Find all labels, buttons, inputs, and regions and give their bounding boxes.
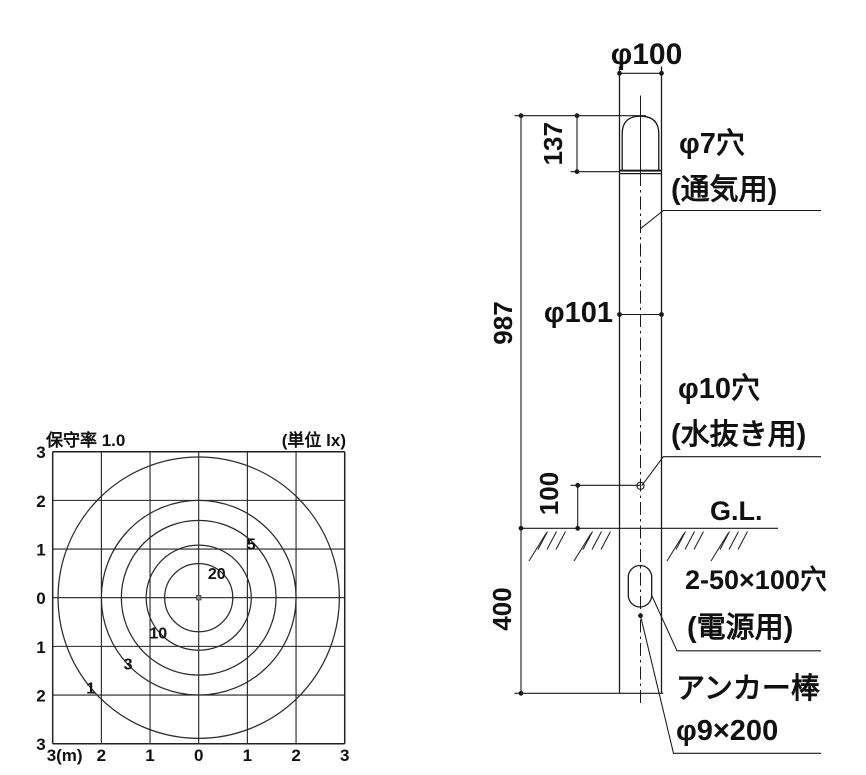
hatch-base-stroke [710,533,729,562]
pole-dimension-drawing: φ100 137 987 φ101 100 400 G.L. φ7穴 (通気用)… [487,38,827,754]
x-tick-label: 2 [97,746,106,765]
contour-label: 20 [208,566,226,583]
hatch-stroke [600,531,611,550]
hatch-stroke [737,531,748,550]
anchor-point-marker [638,613,643,619]
ground-level-label: G.L. [710,496,763,526]
contour-circle [164,563,234,633]
anchor-rod-sublabel: φ9×200 [676,715,778,747]
leader-lines [639,209,821,754]
anchor-rod-label: アンカー棒 [676,672,821,705]
leader-power-slot [651,595,821,652]
pole-center-marker [196,595,202,601]
hatch-stroke [684,531,695,550]
dimension-dots [518,70,664,696]
hatch-base-stroke [666,533,685,562]
contour-circle [145,544,252,651]
x-tick-label: 2 [291,746,300,765]
y-tick-label: 1 [36,541,45,560]
x-tick-label: 3 [340,746,349,765]
leader-vent-hole [640,209,821,230]
contour-label: 3 [124,656,133,673]
x-tick-label: 0 [194,746,203,765]
vent-hole-sublabel: (通気用) [671,173,777,206]
hatch-stroke [728,531,739,550]
contour-label: 5 [247,537,256,554]
hatch-stroke [555,531,566,550]
x-tick-label: 1 [243,746,252,765]
dimension-lines [514,72,778,694]
contour-label: 10 [149,626,167,643]
drain-hole-sublabel: (水抜き用) [671,418,806,451]
drain-hole-marker [636,481,645,490]
y-tick-label: 3 [36,443,45,462]
drain-hole-label: φ10穴 [678,372,760,405]
y-tick-label: 2 [36,492,45,511]
x-tick-label: 3(m) [47,746,83,765]
dim-400-label: 400 [487,587,517,630]
dim-987-label: 987 [488,301,518,344]
x-tick-label: 1 [145,746,154,765]
dim-100-label: 100 [534,472,564,515]
y-tick-label: 2 [36,687,45,706]
power-slot-label: 2-50×100穴 [685,565,827,595]
hatch-base-stroke [573,533,592,562]
contour-label: 1 [86,681,95,698]
ground-hatch [528,531,748,562]
leader-anchor [639,615,821,754]
contour-circle [100,499,297,696]
dim-phi100-label: φ100 [611,38,683,71]
y-tick-label: 1 [36,638,45,657]
hatch-stroke [591,531,602,550]
hatch-stroke [546,531,557,550]
leader-drain-hole [641,456,821,487]
hatch-stroke [693,531,704,550]
dim-phi101-label: φ101 [544,297,613,329]
power-cable-slot [627,564,653,608]
dim-137-label: 137 [538,122,568,165]
y-tick-label: 3 [36,735,45,754]
y-tick-label: 0 [36,589,45,608]
chart-header-maintenance-factor: 保守率 1.0 [45,430,125,450]
contour-circle [120,519,277,676]
power-slot-sublabel: (電源用) [687,611,793,644]
vent-hole-label: φ7穴 [679,127,745,160]
hatch-base-stroke [528,533,547,562]
chart-header-unit: (単位 lx) [282,430,346,450]
contour-circle [57,456,340,739]
